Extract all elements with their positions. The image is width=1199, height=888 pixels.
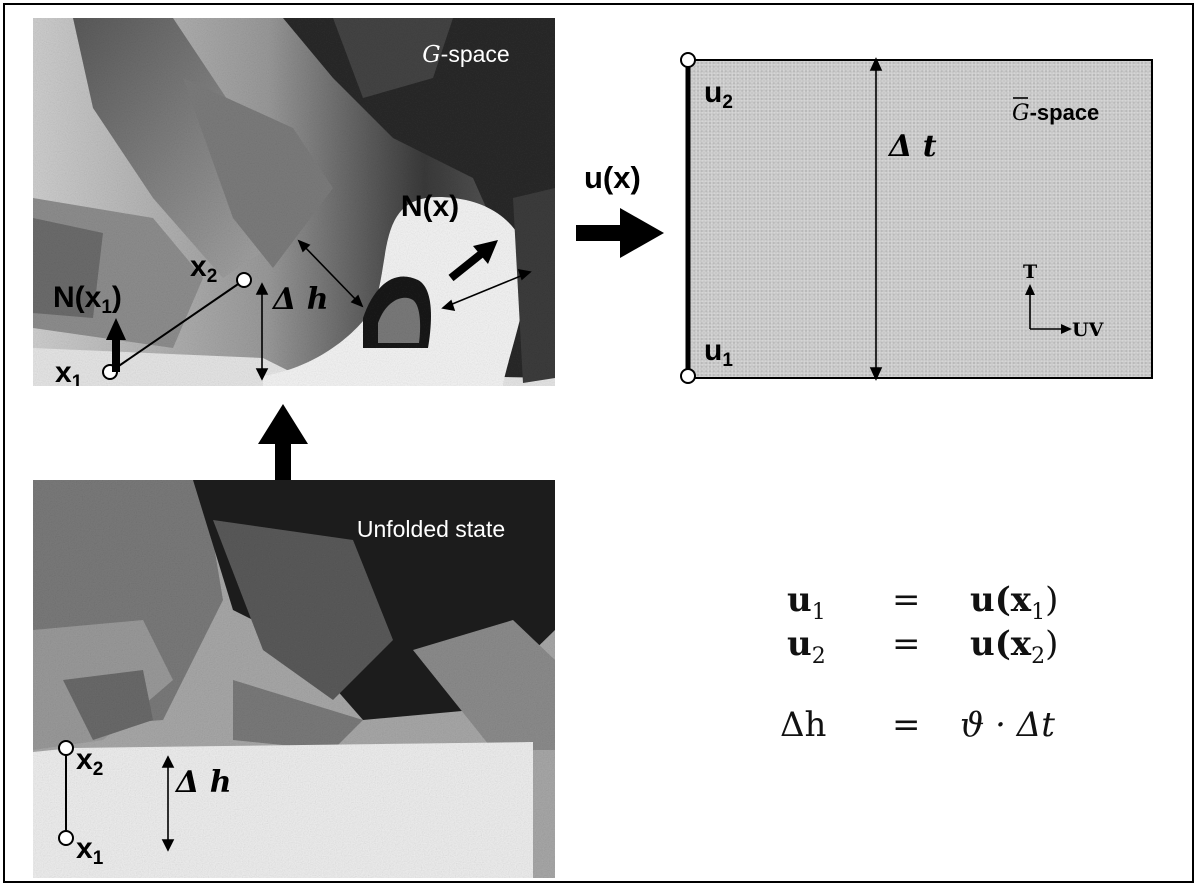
point-x2-label-unfolded: x2 <box>76 743 103 780</box>
unfold-to-fold-arrow <box>258 404 308 490</box>
normal-x-label: N(x) <box>401 190 459 223</box>
point-x1-label-unfolded: x1 <box>76 832 104 869</box>
g-space-photo: G-space N(x) Δ h x2 x1 <box>33 18 555 386</box>
axis-t-label: T <box>1023 261 1037 283</box>
equation-u1-rhs: u(x1) <box>970 580 1059 625</box>
g-bar-space-label: G-space <box>1012 100 1099 126</box>
axis-uv-label: UV <box>1072 319 1105 341</box>
equation-u2: u2 <box>787 624 826 669</box>
equation-u2-rhs: u(x2) <box>970 624 1059 669</box>
normal-x-arrow-head <box>473 240 498 264</box>
delta-t-arrow <box>869 57 883 381</box>
mapping-label: u(x) <box>584 160 641 195</box>
delta-h-label-bottom: Δ h <box>174 765 232 800</box>
segment-x1-x2 <box>109 279 245 373</box>
equation-delta-h: Δh <box>780 705 827 745</box>
point-x1-label: x1 <box>55 356 83 386</box>
point-u2-label: u2 <box>704 76 733 113</box>
equation-u1-op: = <box>892 580 921 620</box>
equation-u2-op: = <box>892 624 921 664</box>
g-space-photo-drawing: G-space N(x) Δ h x2 x1 <box>33 18 555 386</box>
point-x2-marker-unfolded <box>58 740 74 756</box>
unfolded-photo: Unfolded state x2 x1 Δ h <box>33 480 555 878</box>
equation-delta-h-rhs: ϑ · Δt <box>960 705 1055 745</box>
delta-h-arrow-top <box>255 282 269 381</box>
g-bar-space-overlay: u2 u1 Δ t G-space T UV <box>680 52 1105 384</box>
point-x1-marker-unfolded <box>58 830 74 846</box>
equation-u1: u1 <box>787 580 826 625</box>
mapping-arrow <box>576 208 664 258</box>
unfolded-state-label: Unfolded state <box>357 516 505 542</box>
delta-t-label: Δ t <box>887 129 937 164</box>
equation-delta-h-op: = <box>892 705 921 745</box>
point-u1-marker <box>680 368 696 384</box>
normal-x-arrow-shaft <box>448 250 484 282</box>
t-uv-axes <box>1025 284 1072 334</box>
point-u1-label: u1 <box>704 334 733 371</box>
normal-x1-arrow-head <box>106 318 126 340</box>
normal-x1-label: N(x1) <box>53 281 122 318</box>
g-bar-space-panel <box>686 59 1153 379</box>
delta-h-arrow-bottom <box>161 755 175 852</box>
point-x2-label: x2 <box>190 250 217 287</box>
g-space-label: G-space <box>422 41 509 68</box>
unfolded-photo-drawing: Unfolded state x2 x1 Δ h <box>33 480 555 878</box>
point-u2-marker <box>680 52 696 68</box>
delta-h-label-top: Δ h <box>271 282 329 317</box>
point-x2-marker <box>236 272 252 288</box>
fold-width-arrows <box>297 239 532 312</box>
